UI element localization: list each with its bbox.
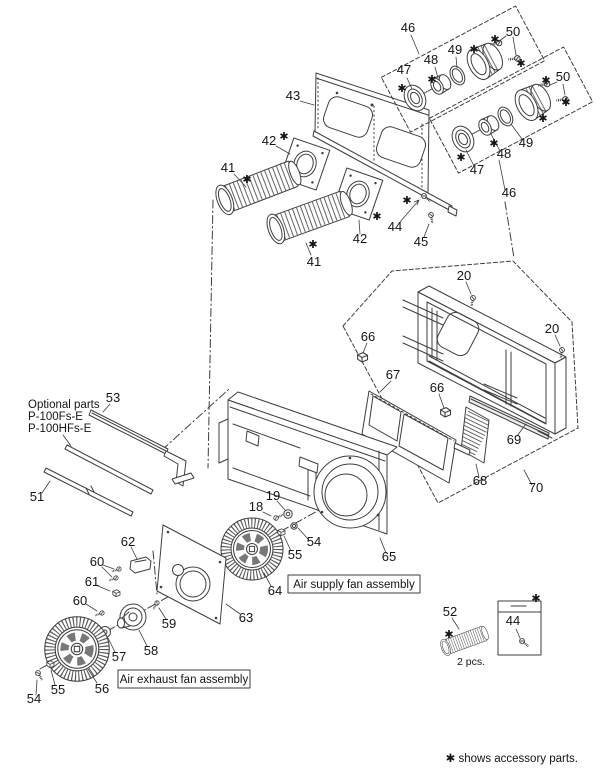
- accessory-mark: ✱: [397, 82, 406, 95]
- accessory-mark: ✱: [541, 74, 550, 87]
- optional-parts-note-line3: P-100HFs-E: [28, 423, 92, 435]
- part-label-53: 53: [106, 390, 120, 405]
- accessory-mark: ✱: [561, 96, 570, 109]
- part-label-20-a: 20: [457, 268, 471, 283]
- accessory-mark: ✱: [469, 43, 478, 56]
- part-label-45: 45: [414, 234, 428, 249]
- air-supply-assembly-label: Air supply fan assembly: [293, 579, 415, 591]
- part-label-66-a: 66: [361, 329, 375, 344]
- accessory-mark: ✱: [516, 57, 525, 70]
- part-label-69: 69: [507, 432, 521, 447]
- accessory-parts: 2 pcs.: [439, 600, 542, 668]
- part-label-67: 67: [386, 367, 400, 382]
- accessory-marks: ✱ ✱ ✱ ✱ ✱ ✱ ✱ ✱ ✱ ✱ ✱ ✱ ✱ ✱ ✱ ✱ ✱: [242, 33, 570, 641]
- part-label-56: 56: [95, 681, 109, 696]
- main-chassis-65: [218, 391, 398, 535]
- clip-61: [112, 589, 121, 597]
- hose-quantity-label: 2 pcs.: [457, 656, 485, 668]
- louver-grille-68: [453, 406, 490, 464]
- fan-plate-63: [156, 524, 227, 625]
- part-label-52: 52: [443, 604, 457, 619]
- part-label-62: 62: [121, 534, 135, 549]
- part-label-47-a: 47: [397, 62, 411, 77]
- part-label-51: 51: [30, 489, 44, 504]
- accessory-mark: ✱: [489, 137, 498, 150]
- part-label-61: 61: [85, 574, 99, 589]
- part-label-44-a: 44: [388, 219, 402, 234]
- part-label-54-a: 54: [307, 534, 321, 549]
- air-exhaust-assembly-label: Air exhaust fan assembly: [120, 674, 249, 686]
- part-label-48-b: 48: [497, 146, 511, 161]
- air-supply-assembly-label-box: Air supply fan assembly: [287, 574, 421, 594]
- cabinet-screw-20-a: [468, 294, 477, 308]
- part-label-64: 64: [268, 583, 282, 598]
- fan-motor-58: [117, 603, 147, 631]
- part-label-47-b: 47: [470, 162, 484, 177]
- accessory-mark: ✱: [427, 73, 436, 86]
- mounting-panel-43: [312, 72, 458, 217]
- part-label-42-b: 42: [353, 231, 367, 246]
- part-label-50-b: 50: [556, 69, 570, 84]
- part-label-58: 58: [144, 643, 158, 658]
- part-label-50-a: 50: [506, 24, 520, 39]
- accessory-mark: ✱: [372, 210, 381, 223]
- part-label-65: 65: [382, 549, 396, 564]
- part-label-63: 63: [239, 610, 253, 625]
- part-label-43: 43: [286, 88, 300, 103]
- air-exhaust-assembly-label-box: Air exhaust fan assembly: [117, 669, 251, 689]
- exhaust-fan-wheel-56: [45, 617, 109, 681]
- panel-screw-45: [427, 211, 436, 225]
- part-label-18: 18: [249, 499, 263, 514]
- part-label-55-b: 55: [51, 682, 65, 697]
- optional-parts-note-line2: P-100Fs-E: [28, 411, 83, 423]
- part-label-68: 68: [473, 473, 487, 488]
- accessory-mark: ✱: [456, 151, 465, 164]
- part-label-54-b: 54: [27, 691, 41, 706]
- part-label-42-a: 42: [262, 133, 276, 148]
- accessory-mark: ✱: [308, 238, 317, 251]
- part-label-49-b: 49: [519, 135, 533, 150]
- part-label-41-a: 41: [221, 160, 235, 175]
- part-label-60-a: 60: [90, 554, 104, 569]
- accessory-mark: ✱: [490, 33, 499, 46]
- part-label-66-b: 66: [430, 380, 444, 395]
- optional-parts-note: Optional parts P-100Fs-E P-100HFs-E: [28, 399, 100, 435]
- part-label-57: 57: [112, 649, 126, 664]
- leader-lines: [35, 34, 566, 696]
- optional-rails: [43, 409, 195, 517]
- accessory-footnote: ✱ shows accessory parts.: [446, 753, 578, 765]
- accessory-mark: ✱: [279, 130, 288, 143]
- part-label-44-b: 44: [506, 613, 520, 628]
- supply-fan-wheel-64: [221, 518, 283, 580]
- exhaust-assembly: Air exhaust fan assembly: [33, 524, 251, 689]
- accessory-mark: ✱: [402, 194, 411, 207]
- part-label-41-b: 41: [307, 254, 321, 269]
- part-label-60-b: 60: [73, 593, 87, 608]
- part-label-59: 59: [162, 616, 176, 631]
- accessory-mark: ✱: [444, 628, 453, 641]
- part-label-46-b: 46: [502, 185, 516, 200]
- cabinet-clip-66-b: [440, 407, 452, 418]
- part-label-70: 70: [529, 480, 543, 495]
- accessory-mark: ✱: [531, 592, 540, 605]
- cabinet-group-70: [342, 260, 579, 504]
- part-label-46-a: 46: [401, 20, 415, 35]
- accessory-mark: ✱: [538, 112, 547, 125]
- part-label-55-a: 55: [288, 547, 302, 562]
- part-label-19: 19: [266, 488, 280, 503]
- motor-bracket-62: [129, 556, 152, 574]
- front-panel-67: [361, 390, 457, 484]
- part-labels: 46 47 48 49 50 47 48 49 50 46 43 41 42 4…: [27, 20, 570, 706]
- part-label-49-a: 49: [448, 42, 462, 57]
- accessory-mark: ✱: [242, 173, 251, 186]
- optional-parts-note-line1: Optional parts: [28, 399, 100, 411]
- part-label-20-b: 20: [545, 321, 559, 336]
- part-label-48-a: 48: [424, 52, 438, 67]
- accessory-screw-bag-44: [497, 600, 542, 656]
- cabinet-clip-66-a: [357, 352, 369, 363]
- bottom-rail-69: [468, 395, 553, 440]
